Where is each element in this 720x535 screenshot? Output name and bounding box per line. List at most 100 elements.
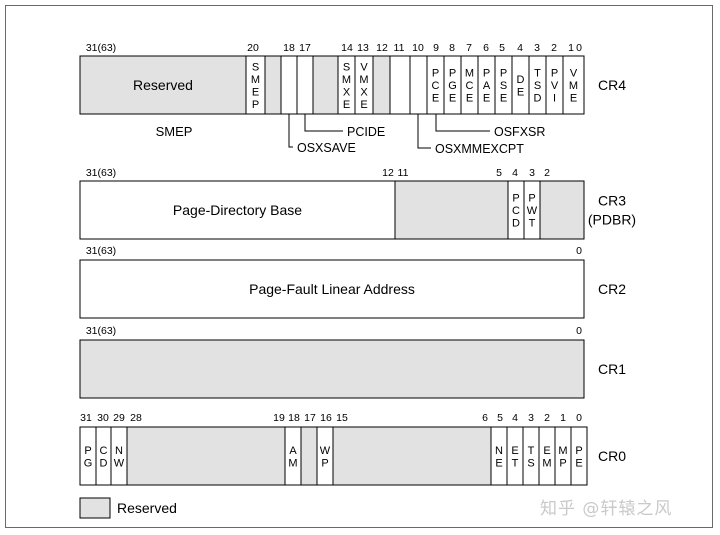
bit-number-label: 31(63) bbox=[86, 42, 116, 54]
bit-number-label: 31 bbox=[80, 412, 92, 424]
bit-number-label: 29 bbox=[113, 412, 125, 424]
field-vme bbox=[562, 55, 585, 115]
legend-swatch bbox=[79, 497, 111, 519]
register-name-cr3: CR3 bbox=[598, 193, 626, 209]
field-pe bbox=[570, 426, 588, 486]
field-osfxsr bbox=[409, 55, 428, 115]
bit-number-label: 11 bbox=[398, 167, 409, 179]
bit-number-label: 14 bbox=[341, 42, 353, 54]
bit-number-label: 7 bbox=[466, 42, 472, 54]
legend-label: Reserved bbox=[117, 500, 177, 516]
field-reserved-17 bbox=[300, 426, 318, 486]
register-name-cr4: CR4 bbox=[598, 77, 626, 93]
field-label-page-fault-linear-address: Page-Fault Linear Address bbox=[249, 281, 415, 297]
legend: Reserved bbox=[79, 497, 177, 519]
bit-number-label: 30 bbox=[97, 412, 109, 424]
bit-number-label: 4 bbox=[517, 42, 523, 54]
field-reserved-low bbox=[539, 180, 585, 240]
bit-number-label: 12 bbox=[376, 42, 388, 54]
smep-note: SMEP bbox=[156, 124, 193, 139]
field-reserved-15-6 bbox=[332, 426, 492, 486]
callout-line-pcide bbox=[304, 114, 343, 132]
field-reserved-16-15 bbox=[312, 55, 339, 115]
bit-number-label: 6 bbox=[482, 412, 488, 424]
callout-line-osfxsr bbox=[435, 114, 490, 132]
bit-number-label: 6 bbox=[483, 42, 489, 54]
callout-line-osxsave bbox=[288, 114, 293, 148]
bit-number-label: 2 bbox=[544, 167, 550, 179]
bit-number-label: 8 bbox=[449, 42, 455, 54]
bit-number-label: 11 bbox=[394, 42, 405, 54]
bit-number-label: 31(63) bbox=[86, 245, 116, 257]
field-page-directory-base bbox=[79, 180, 396, 240]
bit-number-label: 28 bbox=[130, 412, 142, 424]
callout-label-osxmmexcpt: OSXMMEXCPT bbox=[435, 142, 524, 156]
watermark: 知乎 @轩辕之风 bbox=[540, 499, 673, 519]
bit-number-label: 17 bbox=[304, 412, 316, 424]
bit-number-label: 19 bbox=[273, 412, 285, 424]
bit-number-label: 13 bbox=[357, 42, 369, 54]
bit-number-label: 5 bbox=[497, 412, 503, 424]
bit-number-label: 15 bbox=[336, 412, 348, 424]
bit-number-label: 5 bbox=[496, 167, 502, 179]
bit-number-label: 20 bbox=[247, 42, 259, 54]
field-osxsave bbox=[280, 55, 298, 115]
bit-number-label: 3 bbox=[528, 412, 534, 424]
field-reserved-high bbox=[79, 55, 247, 115]
bit-number-label: 4 bbox=[512, 412, 518, 424]
bit-number-label: 18 bbox=[288, 412, 300, 424]
field-reserved-11-5 bbox=[394, 180, 509, 240]
field-reserved-12 bbox=[372, 55, 391, 115]
field-label-reserved-high: Reserved bbox=[133, 77, 193, 93]
field-label-page-directory-base: Page-Directory Base bbox=[173, 202, 302, 218]
field-osxmmexcpt bbox=[389, 55, 411, 115]
bit-number-label: 4 bbox=[512, 167, 518, 179]
bit-number-label: 3 bbox=[534, 42, 540, 54]
bit-number-label: 1 bbox=[560, 412, 566, 424]
bit-number-label: 16 bbox=[320, 412, 332, 424]
bit-number-label: 17 bbox=[299, 42, 311, 54]
bit-number-label: 0 bbox=[576, 325, 582, 337]
bit-number-label: 12 bbox=[382, 167, 394, 179]
bit-number-label: 31(63) bbox=[86, 325, 116, 337]
field-reserved-all bbox=[79, 339, 585, 399]
callout-label-osfxsr: OSFXSR bbox=[494, 125, 545, 139]
bit-number-label: 2 bbox=[551, 42, 557, 54]
register-name-cr1: CR1 bbox=[598, 361, 626, 377]
bit-number-label: 18 bbox=[283, 42, 295, 54]
field-pcide bbox=[296, 55, 314, 115]
field-page-fault-linear-address bbox=[79, 259, 585, 319]
callout-line-osxmmexcpt bbox=[417, 114, 431, 149]
bit-number-label: 2 bbox=[544, 412, 550, 424]
bit-number-label: 5 bbox=[499, 42, 505, 54]
field-reserved-19 bbox=[264, 55, 282, 115]
bit-number-label: 0 bbox=[576, 245, 582, 257]
field-reserved-28-19 bbox=[126, 426, 286, 486]
